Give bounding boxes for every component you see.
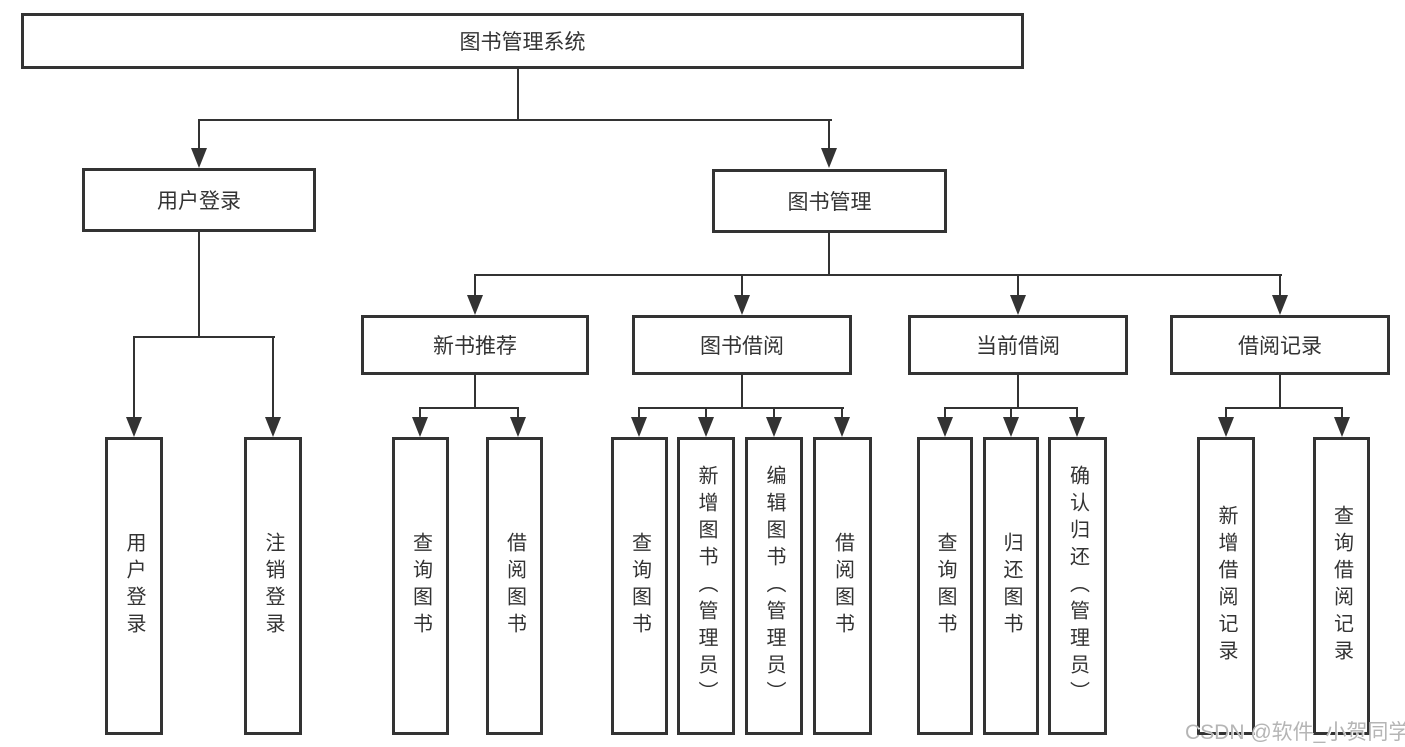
connector-stem-borrow-record — [1279, 274, 1281, 298]
leaf-label: 编辑图书（管理员） — [763, 464, 785, 708]
leaf-cb-confirm-return-admin: 确认归还（管理员） — [1048, 437, 1107, 735]
connector-stem-cb-query — [944, 407, 946, 421]
connector-stem-cb-confirm — [1076, 407, 1078, 421]
connector-stem-cb-return — [1010, 407, 1012, 421]
leaf-bb-add-books-admin: 新增图书（管理员） — [677, 437, 735, 735]
arrowhead-current-borrow — [1010, 295, 1026, 315]
arrowhead-bb-borrow — [834, 417, 850, 437]
node-label: 图书管理 — [787, 191, 872, 214]
connector-stem-bb-borrow — [841, 407, 843, 421]
node-user-login: 用户登录 — [82, 168, 316, 232]
leaf-label: 查询借阅记录 — [1330, 505, 1353, 667]
arrowhead-user-login — [191, 148, 207, 168]
leaf-label: 查询图书 — [628, 532, 651, 640]
node-borrow-record: 借阅记录 — [1170, 315, 1390, 375]
node-current-borrow: 当前借阅 — [908, 315, 1128, 375]
arrowhead-new-book — [467, 295, 483, 315]
connector-stem-nb-query — [419, 407, 421, 421]
leaf-logout: 注销登录 — [244, 437, 302, 735]
leaf-cb-query-books: 查询图书 — [917, 437, 973, 735]
leaf-label: 查询图书 — [409, 532, 432, 640]
arrowhead-bb-add — [698, 417, 714, 437]
leaf-cb-return-books: 归还图书 — [983, 437, 1039, 735]
leaf-label: 借阅图书 — [831, 532, 854, 640]
connector-bookborrow-bus — [638, 407, 844, 409]
connector-stem-nb-borrow — [517, 407, 519, 421]
arrowhead-book-mgmt — [821, 148, 837, 168]
connector-userlogin-stem — [198, 232, 200, 338]
connector-stem-leaf-login — [133, 336, 135, 420]
connector-root-stem — [517, 68, 519, 121]
connector-stem-bb-edit — [773, 407, 775, 421]
leaf-bb-query-books: 查询图书 — [611, 437, 668, 735]
node-label: 图书借阅 — [700, 335, 784, 358]
leaf-label: 归还图书 — [1000, 532, 1022, 640]
leaf-nb-query-books: 查询图书 — [392, 437, 449, 735]
connector-newbook-bus — [419, 407, 519, 409]
node-label: 借阅记录 — [1238, 335, 1322, 358]
arrowhead-bb-query — [631, 417, 647, 437]
node-label: 用户登录 — [157, 190, 241, 213]
connector-stem-book-borrow — [741, 274, 743, 298]
arrowhead-br-query — [1334, 417, 1350, 437]
leaf-label: 用户登录 — [123, 532, 145, 640]
connector-stem-user-login — [198, 119, 200, 151]
arrowhead-cb-return — [1003, 417, 1019, 437]
node-label: 新书推荐 — [433, 335, 517, 358]
node-label: 图书管理系统 — [459, 31, 586, 54]
connector-borrowrecord-stem — [1279, 375, 1281, 409]
leaf-label: 新增借阅记录 — [1215, 505, 1237, 667]
leaf-label: 查询图书 — [934, 532, 956, 640]
leaf-bb-edit-books-admin: 编辑图书（管理员） — [745, 437, 803, 735]
arrowhead-nb-query — [412, 417, 428, 437]
arrowhead-nb-borrow — [510, 417, 526, 437]
connector-borrowrecord-bus — [1225, 407, 1343, 409]
leaf-br-query-record: 查询借阅记录 — [1313, 437, 1370, 735]
connector-bookmgmt-bus — [474, 274, 1282, 276]
connector-stem-br-add — [1225, 407, 1227, 421]
connector-bookmgmt-stem — [828, 233, 830, 276]
connector-stem-book-mgmt — [828, 119, 830, 151]
leaf-label: 新增图书（管理员） — [695, 464, 717, 708]
leaf-label: 确认归还（管理员） — [1066, 464, 1089, 708]
connector-root-bus — [198, 119, 832, 121]
node-book-management: 图书管理 — [712, 169, 947, 233]
node-label: 当前借阅 — [976, 335, 1060, 358]
leaf-br-add-record: 新增借阅记录 — [1197, 437, 1255, 735]
leaf-label: 借阅图书 — [503, 532, 526, 640]
connector-currentborrow-stem — [1017, 375, 1019, 409]
leaf-user-login: 用户登录 — [105, 437, 163, 735]
arrowhead-borrow-record — [1272, 295, 1288, 315]
arrowhead-leaf-login — [126, 417, 142, 437]
node-new-book-recommend: 新书推荐 — [361, 315, 589, 375]
arrowhead-cb-confirm — [1069, 417, 1085, 437]
arrowhead-br-add — [1218, 417, 1234, 437]
connector-bookborrow-stem — [741, 375, 743, 409]
connector-stem-current-borrow — [1017, 274, 1019, 298]
leaf-bb-borrow-books: 借阅图书 — [813, 437, 872, 735]
connector-stem-br-query — [1341, 407, 1343, 421]
leaf-nb-borrow-books: 借阅图书 — [486, 437, 543, 735]
arrowhead-cb-query — [937, 417, 953, 437]
connector-stem-leaf-logout — [272, 336, 274, 420]
node-root-library-system: 图书管理系统 — [21, 13, 1024, 69]
leaf-label: 注销登录 — [262, 532, 284, 640]
arrowhead-leaf-logout — [265, 417, 281, 437]
csdn-watermark: CSDN @软件_小贺同学 — [1185, 721, 1405, 744]
connector-stem-bb-add — [705, 407, 707, 421]
connector-stem-new-book — [474, 274, 476, 298]
node-book-borrow: 图书借阅 — [632, 315, 852, 375]
connector-newbook-stem — [474, 375, 476, 409]
connector-userlogin-bus — [133, 336, 275, 338]
connector-stem-bb-query — [638, 407, 640, 421]
arrowhead-bb-edit — [766, 417, 782, 437]
arrowhead-book-borrow — [734, 295, 750, 315]
